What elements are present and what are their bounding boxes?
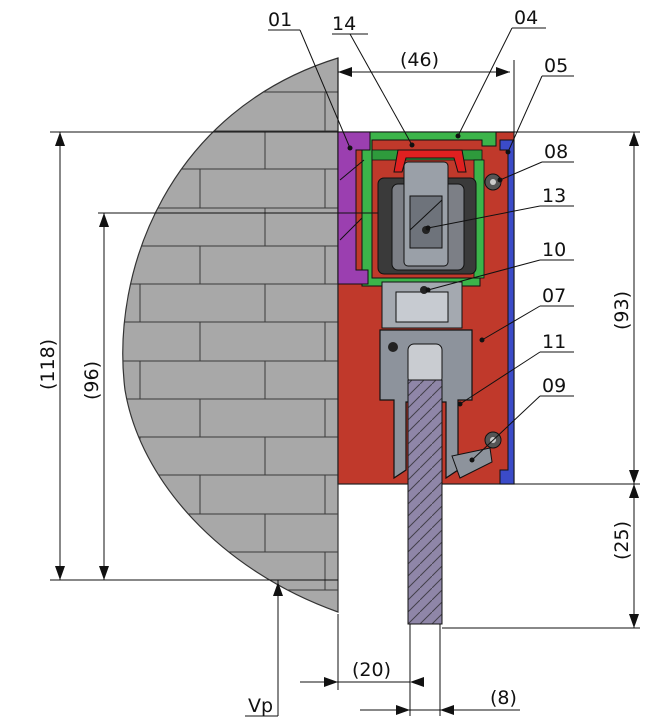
profile-01 <box>337 131 371 285</box>
leader-lines <box>268 27 574 461</box>
rail-14 <box>393 149 467 173</box>
dimension-118: (118) <box>37 339 59 390</box>
label-07: 07 <box>542 285 566 307</box>
clamp-11 <box>379 329 473 480</box>
label-10: 10 <box>542 239 566 261</box>
profile-05 <box>499 139 515 485</box>
dimension-arrows <box>55 67 639 715</box>
label-11: 11 <box>542 331 566 353</box>
label-04: 04 <box>514 7 538 29</box>
dimension-93: (93) <box>611 291 633 330</box>
brick-wall <box>122 57 339 613</box>
dimension-labels: (46) (93) (118) (96) (25) (20) (8) Vp <box>37 49 633 717</box>
part-labels: 01 14 04 05 08 13 10 07 11 09 <box>268 7 568 397</box>
hanger-10 <box>381 281 463 329</box>
label-09: 09 <box>542 375 566 397</box>
dimension-lines <box>50 58 640 717</box>
leader-dots <box>347 133 511 463</box>
carriage-13 <box>377 161 477 275</box>
wall-outline <box>122 57 339 613</box>
label-08: 08 <box>544 141 568 163</box>
dimension-20: (20) <box>352 659 391 681</box>
label-14: 14 <box>332 13 356 35</box>
label-05: 05 <box>544 55 568 77</box>
dimension-46: (46) <box>400 49 439 71</box>
glass-panel <box>407 379 443 625</box>
label-01: 01 <box>268 9 292 31</box>
dimension-8: (8) <box>490 687 517 709</box>
dimension-25: (25) <box>611 521 633 560</box>
reference-vp: Vp <box>248 695 273 717</box>
dimension-96: (96) <box>81 361 103 400</box>
label-13: 13 <box>542 185 566 207</box>
